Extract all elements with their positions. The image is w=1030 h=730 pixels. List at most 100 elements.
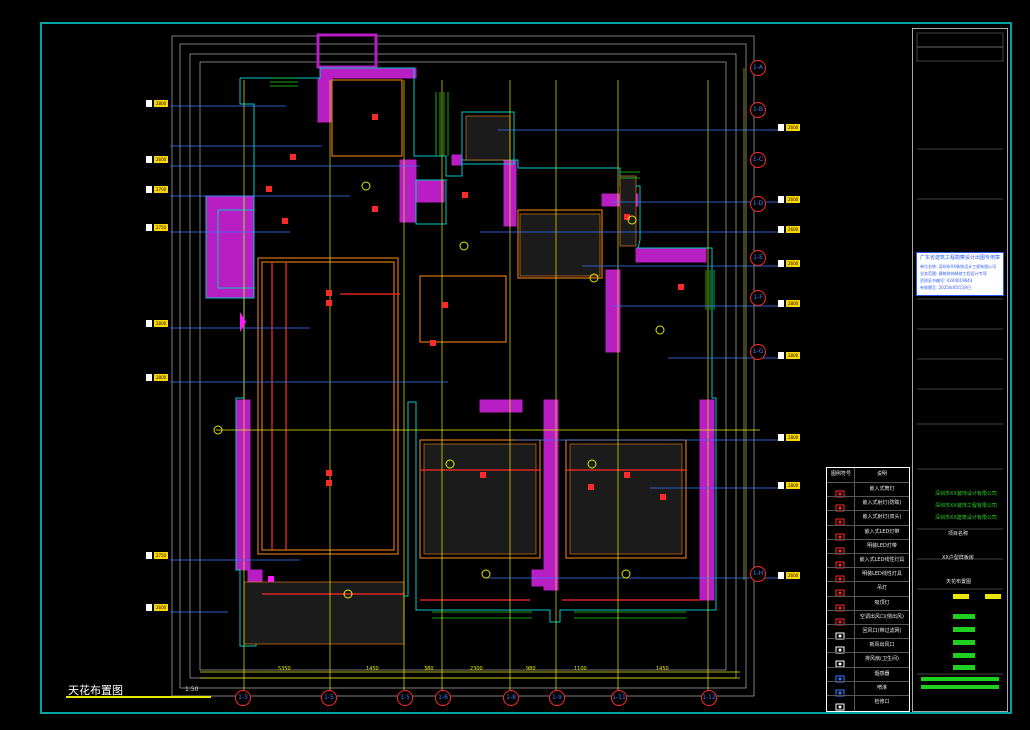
legend-row-label: 明装LED线性灯具 [862,571,902,578]
ceiling-tag[interactable]: 2800 [146,320,176,348]
smoke-detector-icon [829,669,851,683]
legend-row-label: 空调出风口(侧出风) [860,613,904,620]
drawing-title: 天花布置图 [68,684,123,697]
ceiling-tag[interactable]: 2800 [146,100,176,128]
ceiling-tag[interactable]: 2800 [778,482,808,510]
legend-row-label: 明装LED灯带 [867,542,897,549]
legend-row-label: 检修口 [874,699,890,705]
legend-row[interactable]: 嵌入式射灯(双头) [827,510,909,526]
legend-header: 图例符号 说明 [827,468,909,481]
certificate-line: 业务范围: 建筑装饰装修工程设计专项 [920,271,987,276]
legend-row[interactable]: 吊灯 [827,581,909,597]
legend-row-label: 喷淋 [876,684,887,691]
legend-row[interactable]: 嵌入式射灯(防眩) [827,496,909,512]
design-certificate-stamp: 广东省建筑工程勘察设计出图专用章 单位名称: 深圳市XX装饰设计工程有限公司 业… [916,252,1004,296]
project-label: 项目名称 [948,531,969,537]
ceiling-tag[interactable]: 2800 [778,352,808,380]
ceiling-tag[interactable]: 2600 [146,156,176,184]
ceiling-tag[interactable]: 2800 [146,374,176,402]
ceiling-tag[interactable]: 2700 [146,186,176,214]
grid-axis-bubble[interactable]: 1-E [750,250,766,266]
legend-row[interactable]: 排风扇(卫生间) [827,652,909,668]
legend-table[interactable]: 图例符号 说明 嵌入式筒灯嵌入式射灯(防眩)嵌入式射灯(双头) 嵌入式LED灯带明… [826,467,910,712]
company-name: 深圳市XX装饰设计有限公司 [935,491,997,497]
grid-axis-bubble[interactable]: 1-G [750,344,766,360]
ceiling-tag[interactable]: 2750 [146,552,176,580]
legend-row[interactable]: 明装LED灯带 [827,538,909,555]
svg-text:1450: 1450 [366,666,379,672]
company-name: 深圳市XX装饰工程有限公司 [935,503,997,509]
legend-header-desc: 说明 [876,471,887,477]
legend-row[interactable]: 喷淋 [827,680,909,697]
ceiling-tag[interactable]: 2600 [146,604,176,632]
legend-row[interactable]: 嵌入式LED线性灯具 [827,553,909,569]
ceiling-tag[interactable]: 2600 [778,196,808,224]
grid-axis-bubble[interactable]: 1-11 [611,690,627,706]
ceiling-lamp-icon [829,598,851,612]
led-strip-surface-icon [829,541,851,555]
ceiling-tag[interactable]: 2750 [146,224,176,252]
svg-text:380: 380 [424,666,434,672]
legend-row[interactable]: 明装LED线性灯具 [827,567,909,583]
certificate-line: 单位名称: 深圳市XX装饰设计工程有限公司 [920,264,997,269]
linear-light-icon [829,555,851,569]
project-name: XX户型样板房 [942,555,974,561]
svg-text:980: 980 [526,666,536,672]
certificate-line: 有效期至: 2025年05月19日 [920,285,971,290]
grid-axis-bubble[interactable]: 1-C [750,152,766,168]
ceiling-tag[interactable]: 2800 [778,300,808,328]
title-block[interactable] [912,28,1008,712]
legend-row[interactable]: 空调出风口(侧出风) [827,609,909,626]
ceiling-tag[interactable]: 2800 [778,434,808,462]
downlight-icon [829,484,851,498]
svg-text:1450: 1450 [656,666,669,672]
fresh-air-icon [829,640,851,654]
grid-axis-bubble[interactable]: 1-6 [435,690,451,706]
title-underline [66,696,211,698]
certificate-line: 资质证书编号: A244019643 [920,278,973,283]
legend-row[interactable]: 嵌入式筒灯 [827,482,909,498]
double-spotlight-icon [829,512,851,526]
legend-row[interactable]: 新风出风口 [827,638,909,654]
ceiling-tag[interactable]: 2600 [778,124,808,152]
svg-text:2300: 2300 [470,666,483,672]
ceiling-tag[interactable]: 2600 [778,226,808,254]
svg-text:5350: 5350 [278,666,291,672]
grid-axis-bubble[interactable]: 1-H [750,566,766,582]
legend-row-label: 烟感器 [874,670,890,677]
certificate-title: 广东省建筑工程勘察设计出图专用章 [919,255,1000,261]
ceiling-tag[interactable]: 2600 [778,572,808,600]
grid-axis-bubble[interactable]: 1-B [750,102,766,118]
legend-row-label: 回风口(带过滤网) [862,628,902,634]
ac-outlet-icon [829,612,851,626]
grid-axis-bubble[interactable]: 1-3 [235,690,251,706]
legend-row[interactable]: 回风口(带过滤网) [827,624,909,640]
ceiling-tag[interactable]: 2600 [778,260,808,288]
sheet-name: 天花布置图 [946,579,972,585]
grid-axis-bubble[interactable]: 1-12 [701,690,717,706]
legend-row[interactable]: 检修口 [827,695,909,711]
pendant-icon [829,583,851,597]
linear-light-surface-icon [829,569,851,583]
grid-axis-bubble[interactable]: 1-5 [321,690,337,706]
led-strip-icon [829,527,851,541]
return-air-icon [829,626,851,640]
legend-row-label: 嵌入式LED灯带 [864,528,900,535]
grid-axis-bubble[interactable]: 1-D [750,196,766,212]
grid-axis-bubble[interactable]: 1-9 [549,690,565,706]
legend-row[interactable]: 吸顶灯 [827,595,909,612]
legend-row-label: 嵌入式筒灯 [869,486,895,492]
grid-axis-bubble[interactable]: 1-5 [397,690,413,706]
grid-axis-bubble[interactable]: 1-A [750,60,766,76]
grid-axis-bubble[interactable]: 1-F [750,290,766,306]
legend-row-label: 排风扇(卫生间) [865,656,899,663]
legend-row[interactable]: 嵌入式LED灯带 [827,524,909,541]
sprinkler-icon [829,683,851,697]
exhaust-fan-icon [829,654,851,668]
legend-row[interactable]: 烟感器 [827,666,909,683]
access-hatch-icon [829,697,851,711]
grid-axis-bubble[interactable]: 1-8 [503,690,519,706]
legend-row-label: 新风出风口 [869,642,895,649]
